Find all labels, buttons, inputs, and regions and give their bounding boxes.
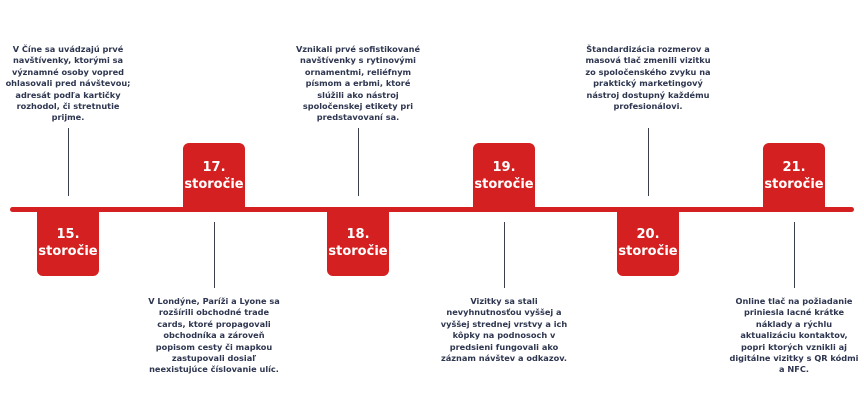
connector-line xyxy=(358,128,359,196)
century-tab-19: 19. storočie xyxy=(473,143,535,209)
century-suffix: storočie xyxy=(328,244,388,259)
century-number: 19. xyxy=(492,160,516,175)
century-tab-17: 17. storočie xyxy=(183,143,245,209)
century-number: 18. xyxy=(346,227,370,242)
connector-line xyxy=(794,222,795,288)
century-number: 17. xyxy=(202,160,226,175)
event-description-15: V Číne sa uvádzajú prvé navštívenky, kto… xyxy=(5,44,131,123)
event-description-17: V Londýne, Paríži a Lyone sa rozšírili o… xyxy=(148,296,280,375)
event-description-19: Vizitky sa stali nevyhnutnosťou vyššej a… xyxy=(440,296,568,364)
century-number: 15. xyxy=(56,227,80,242)
century-suffix: storočie xyxy=(474,177,534,192)
century-tab-20: 20. storočie xyxy=(617,210,679,276)
event-description-21: Online tlač na požiadanie priniesla lacn… xyxy=(729,296,859,375)
century-tab-15: 15. storočie xyxy=(37,210,99,276)
century-tab-18: 18. storočie xyxy=(327,210,389,276)
connector-line xyxy=(68,128,69,196)
century-suffix: storočie xyxy=(618,244,678,259)
timeline-axis xyxy=(10,207,854,212)
connector-line xyxy=(214,222,215,288)
century-tab-21: 21. storočie xyxy=(763,143,825,209)
event-description-20: Štandardizácia rozmerov a masová tlač zm… xyxy=(585,44,711,112)
connector-line xyxy=(648,128,649,196)
century-suffix: storočie xyxy=(764,177,824,192)
century-suffix: storočie xyxy=(184,177,244,192)
century-number: 20. xyxy=(636,227,660,242)
connector-line xyxy=(504,222,505,288)
event-description-18: Vznikali prvé sofistikované navštívenky … xyxy=(295,44,421,123)
century-number: 21. xyxy=(782,160,806,175)
century-suffix: storočie xyxy=(38,244,98,259)
